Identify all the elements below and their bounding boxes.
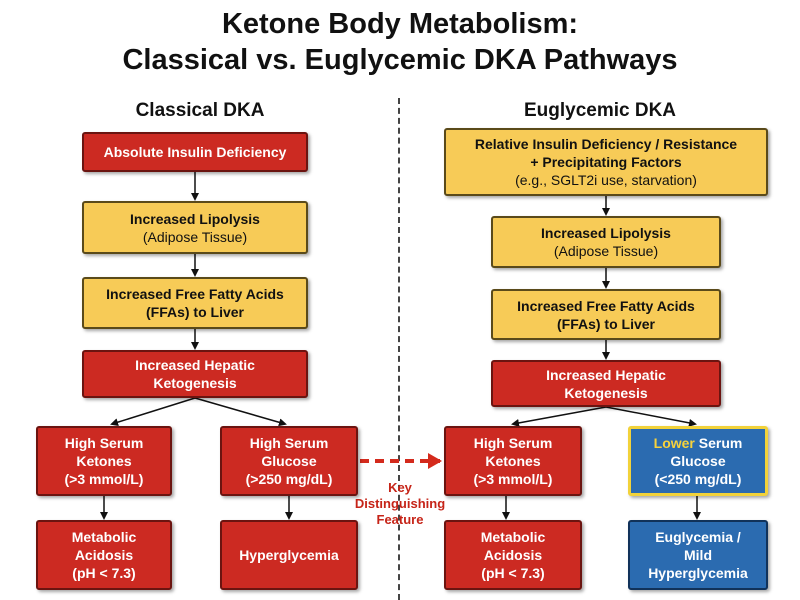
classical-lipolysis-box: Increased Lipolysis (Adipose Tissue) <box>82 201 308 254</box>
box-line: High Serum <box>249 435 329 451</box>
page-title: Ketone Body Metabolism: Classical vs. Eu… <box>0 6 800 78</box>
serum-text: Serum <box>694 435 743 451</box>
box-line: (e.g., SGLT2i use, starvation) <box>515 172 697 188</box>
classical-glucose-box: High Serum Glucose (>250 mg/dL) <box>220 426 358 496</box>
euglycemic-insulin-box: Relative Insulin Deficiency / Resistance… <box>444 128 768 196</box>
kdf-line: Key <box>388 480 412 495</box>
title-line-1: Ketone Body Metabolism: <box>221 8 579 40</box>
classical-heading: Classical DKA <box>135 100 265 121</box>
box-line: (pH < 7.3) <box>481 565 545 581</box>
box-line: Increased Free Fatty Acids <box>517 297 695 314</box>
box-line: High Serum <box>473 435 553 451</box>
box-line: High Serum <box>64 435 144 451</box>
box-line: (Adipose Tissue) <box>553 243 659 259</box>
box-line: Increased Lipolysis <box>130 210 260 227</box>
euglycemic-lipolysis-box: Increased Lipolysis (Adipose Tissue) <box>491 216 721 268</box>
kdf-line: Feature <box>376 512 424 527</box>
box-line: Increased Free Fatty Acids <box>106 286 284 302</box>
box-line: (>3 mmol/L) <box>64 471 144 487</box>
arrow-euglycemic-4a <box>511 406 607 427</box>
box-line: (>3 mmol/L) <box>473 471 553 487</box>
box-line: Glucose <box>670 453 726 469</box>
box-line: Lower Serum <box>654 434 743 452</box>
box-line: Increased Hepatic <box>546 366 666 383</box>
box-line: Glucose <box>261 453 317 469</box>
title-line-2: Classical vs. Euglycemic DKA Pathways <box>122 44 678 76</box>
arrow-classical-4b <box>194 397 287 427</box>
arrow-classical-4a <box>110 397 196 427</box>
euglycemic-outcome-box: Euglycemia / Mild Hyperglycemia <box>628 520 768 590</box>
box-line: Absolute Insulin Deficiency <box>103 144 287 160</box>
euglycemic-ketones-box: High Serum Ketones (>3 mmol/L) <box>444 426 582 496</box>
box-line: Mild <box>684 547 712 563</box>
euglycemic-acidosis-box: Metabolic Acidosis (pH < 7.3) <box>444 520 582 590</box>
box-line: + Precipitating Factors <box>530 154 682 170</box>
box-line: Hyperglycemia <box>239 547 339 563</box>
euglycemic-ffa-box: Increased Free Fatty Acids (FFAs) to Liv… <box>491 289 721 340</box>
box-line: Euglycemia / <box>655 529 741 545</box>
box-line: Acidosis <box>74 547 134 563</box>
box-line: Hyperglycemia <box>648 565 748 581</box>
euglycemic-glucose-box: Lower Serum Glucose (<250 mg/dL) <box>628 426 768 496</box>
box-line: Relative Insulin Deficiency / Resistance <box>474 136 738 152</box>
box-line: Increased Lipolysis <box>541 225 671 241</box>
box-line: (pH < 7.3) <box>72 565 136 581</box>
euglycemic-heading: Euglycemic DKA <box>523 100 677 121</box>
classical-ketogenesis-box: Increased Hepatic Ketogenesis <box>82 350 308 398</box>
classical-insulin-deficiency-box: Absolute Insulin Deficiency <box>82 132 308 172</box>
box-line: Metabolic <box>71 529 137 545</box>
key-distinguishing-label: Key Distinguishing Feature <box>346 480 454 528</box>
euglycemic-ketogenesis-box: Increased Hepatic Ketogenesis <box>491 360 721 407</box>
box-line: (FFAs) to Liver <box>556 315 655 332</box>
box-line: Ketones <box>485 453 541 469</box>
box-line: (Adipose Tissue) <box>142 228 248 245</box>
classical-acidosis-box: Metabolic Acidosis (pH < 7.3) <box>36 520 172 590</box>
box-line: Acidosis <box>483 547 543 563</box>
arrow-euglycemic-4b <box>605 406 697 427</box>
box-line: (FFAs) to Liver <box>145 304 244 320</box>
box-line: Ketones <box>76 453 132 469</box>
box-line: Increased Hepatic <box>135 357 255 373</box>
box-line: Metabolic <box>480 529 546 545</box>
kdf-line: Distinguishing <box>354 496 446 511</box>
lower-highlight-text: Lower <box>653 435 695 451</box>
box-line: (<250 mg/dL) <box>654 471 742 487</box>
classical-hyperglycemia-box: Hyperglycemia <box>220 520 358 590</box>
classical-ketones-box: High Serum Ketones (>3 mmol/L) <box>36 426 172 496</box>
box-line: Ketogenesis <box>153 375 237 391</box>
classical-ffa-box: Increased Free Fatty Acids (FFAs) to Liv… <box>82 277 308 329</box>
box-line: Ketogenesis <box>564 384 648 401</box>
box-line: (>250 mg/dL) <box>245 471 333 487</box>
column-divider <box>398 98 400 600</box>
